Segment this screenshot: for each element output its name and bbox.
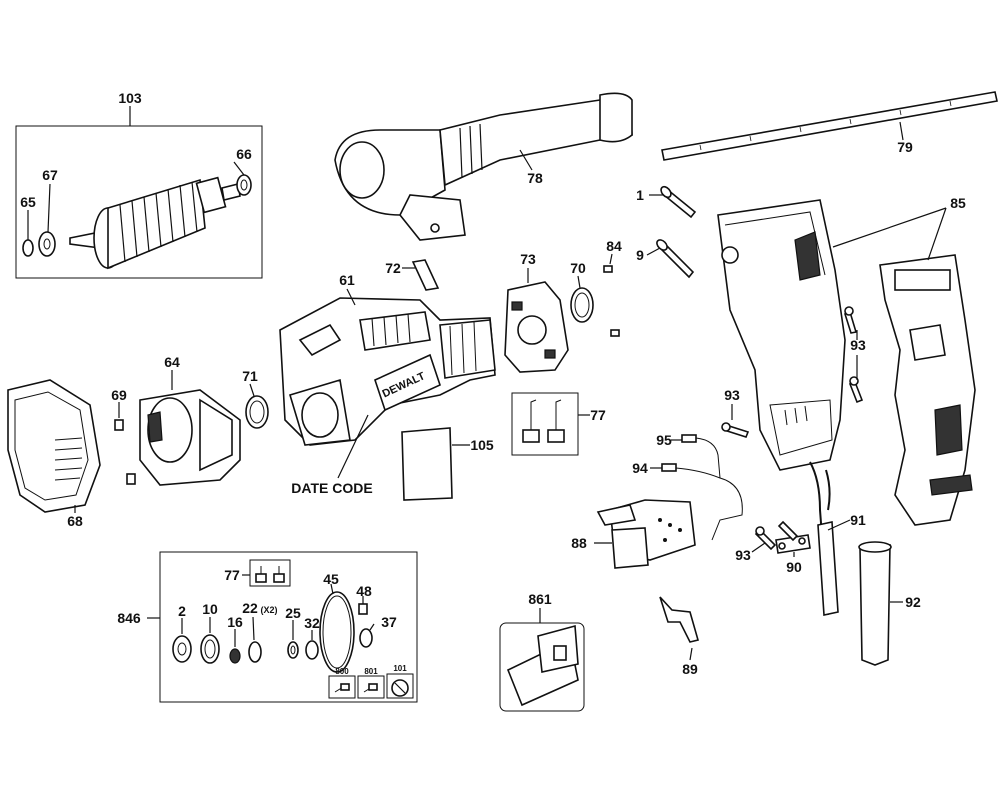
label-95: 95 (656, 432, 672, 448)
label-kit-77: 77 (224, 567, 240, 583)
label-71: 71 (242, 368, 258, 384)
pins-69: 69 (111, 387, 136, 485)
bearing-67 (38, 231, 56, 257)
ring-70: 70 (570, 260, 594, 323)
bracket-89: 89 (659, 596, 699, 677)
label-89: 89 (682, 661, 698, 677)
label-78: 78 (527, 170, 543, 186)
label-kit-45: 45 (323, 571, 339, 587)
screws-1-9: 1 9 (636, 185, 697, 279)
label-9: 9 (636, 247, 644, 263)
label-kit-800: 800 (335, 667, 349, 676)
switch-88: 88 (571, 499, 696, 569)
housing-halves-85: 85 (717, 195, 976, 526)
label-68: 68 (67, 513, 83, 529)
label-64: 64 (164, 354, 180, 370)
brushes-77: 77 (511, 392, 606, 456)
label-103: 103 (118, 90, 142, 106)
label-67: 67 (42, 167, 58, 183)
label-85: 85 (950, 195, 966, 211)
label-plate-105: 105 (401, 427, 494, 501)
service-kit-846: 846 77 2 10 16 22 (X2) 25 (117, 551, 418, 703)
screw-84: 84 (603, 238, 622, 337)
label-kit-25: 25 (285, 605, 301, 621)
gear-housing-61: DEWALT 61 DATE CODE (279, 272, 496, 496)
label-93-low: 93 (735, 547, 751, 563)
label-kit-32: 32 (304, 615, 320, 631)
label-kit-16: 16 (227, 614, 243, 630)
cord-guard-92: 92 (858, 541, 921, 666)
label-kit-22-x2: (X2) (260, 605, 277, 615)
label-65: 65 (20, 194, 36, 210)
label-73: 73 (520, 251, 536, 267)
brush-holder-73: 73 (504, 251, 569, 373)
depth-rod-79: 79 (661, 91, 998, 161)
label-92: 92 (905, 594, 921, 610)
wires-95-94: 95 94 (632, 432, 743, 541)
screws-93-right: 93 (844, 306, 866, 404)
label-90: 90 (786, 559, 802, 575)
screw-93-low: 93 (735, 526, 777, 563)
armature-kit-103: 103 66 67 65 (15, 90, 263, 279)
label-846: 846 (117, 610, 141, 626)
label-79: 79 (897, 139, 913, 155)
label-105: 105 (470, 437, 494, 453)
clamp-90: 90 (775, 520, 811, 575)
label-date-code: DATE CODE (291, 480, 372, 496)
cord-91: 91 (809, 461, 866, 616)
label-72: 72 (385, 260, 401, 276)
label-kit-37: 37 (381, 614, 397, 630)
label-kit-101: 101 (393, 664, 407, 673)
label-kit-48: 48 (356, 583, 372, 599)
label-69: 69 (111, 387, 127, 403)
label-93-right: 93 (850, 337, 866, 353)
label-kit-10: 10 (202, 601, 218, 617)
label-kit-2: 2 (178, 603, 186, 619)
field-64: 64 (139, 354, 241, 486)
label-61: 61 (339, 272, 355, 288)
label-91: 91 (850, 512, 866, 528)
washer-65 (22, 239, 34, 257)
screw-93-mid: 93 (721, 387, 750, 438)
label-1: 1 (636, 187, 644, 203)
bearing-66 (236, 174, 252, 196)
label-77: 77 (590, 407, 606, 423)
label-861: 861 (528, 591, 552, 607)
ring-71: 71 (242, 368, 269, 429)
side-handle-78: 78 (334, 92, 633, 241)
label-88: 88 (571, 535, 587, 551)
label-66: 66 (236, 146, 252, 162)
carry-case-861: 861 (499, 591, 585, 712)
label-kit-22: 22 (242, 600, 258, 616)
armature (69, 176, 241, 270)
label-70: 70 (570, 260, 586, 276)
rear-housing-68: 68 (7, 379, 101, 529)
label-84: 84 (606, 238, 622, 254)
label-93-mid: 93 (724, 387, 740, 403)
clip-72: 72 (385, 259, 440, 291)
label-94: 94 (632, 460, 648, 476)
label-kit-801: 801 (364, 667, 378, 676)
